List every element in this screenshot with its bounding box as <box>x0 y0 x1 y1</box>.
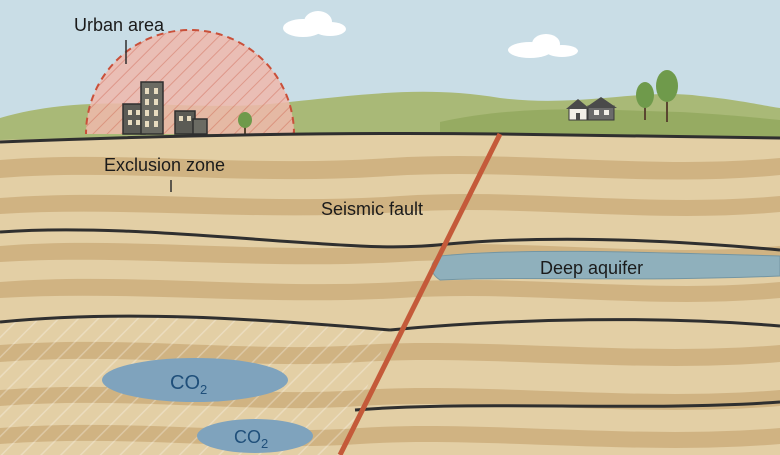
co2-label-main: CO <box>170 372 200 394</box>
exclusion-zone-label: Exclusion zone <box>104 155 225 175</box>
co2-label: CO2 <box>234 427 268 451</box>
seismic-fault-label: Seismic fault <box>321 199 423 219</box>
tree-icon <box>238 112 252 134</box>
cloud-icon <box>283 11 346 37</box>
house-icon <box>566 99 590 121</box>
co2-plume <box>197 419 313 453</box>
co2-label: CO2 <box>170 372 207 397</box>
co2-label-main: CO <box>234 427 261 447</box>
building-icon <box>174 110 208 135</box>
aquifer-lens <box>431 250 780 281</box>
hills-front <box>440 109 780 140</box>
co2-plume <box>102 358 288 402</box>
strata-boundaries <box>0 131 780 412</box>
deep-aquifer-label: Deep aquifer <box>540 258 643 278</box>
tree-icon <box>636 82 654 120</box>
urban-area-label: Urban area <box>74 15 165 35</box>
house-icon <box>585 97 617 121</box>
co2-label-sub: 2 <box>200 382 207 397</box>
building-icon <box>140 81 164 135</box>
cloud-icon <box>508 34 578 58</box>
fault-line <box>337 132 503 455</box>
co2-label-sub: 2 <box>261 436 268 451</box>
tree-icon <box>656 70 678 122</box>
